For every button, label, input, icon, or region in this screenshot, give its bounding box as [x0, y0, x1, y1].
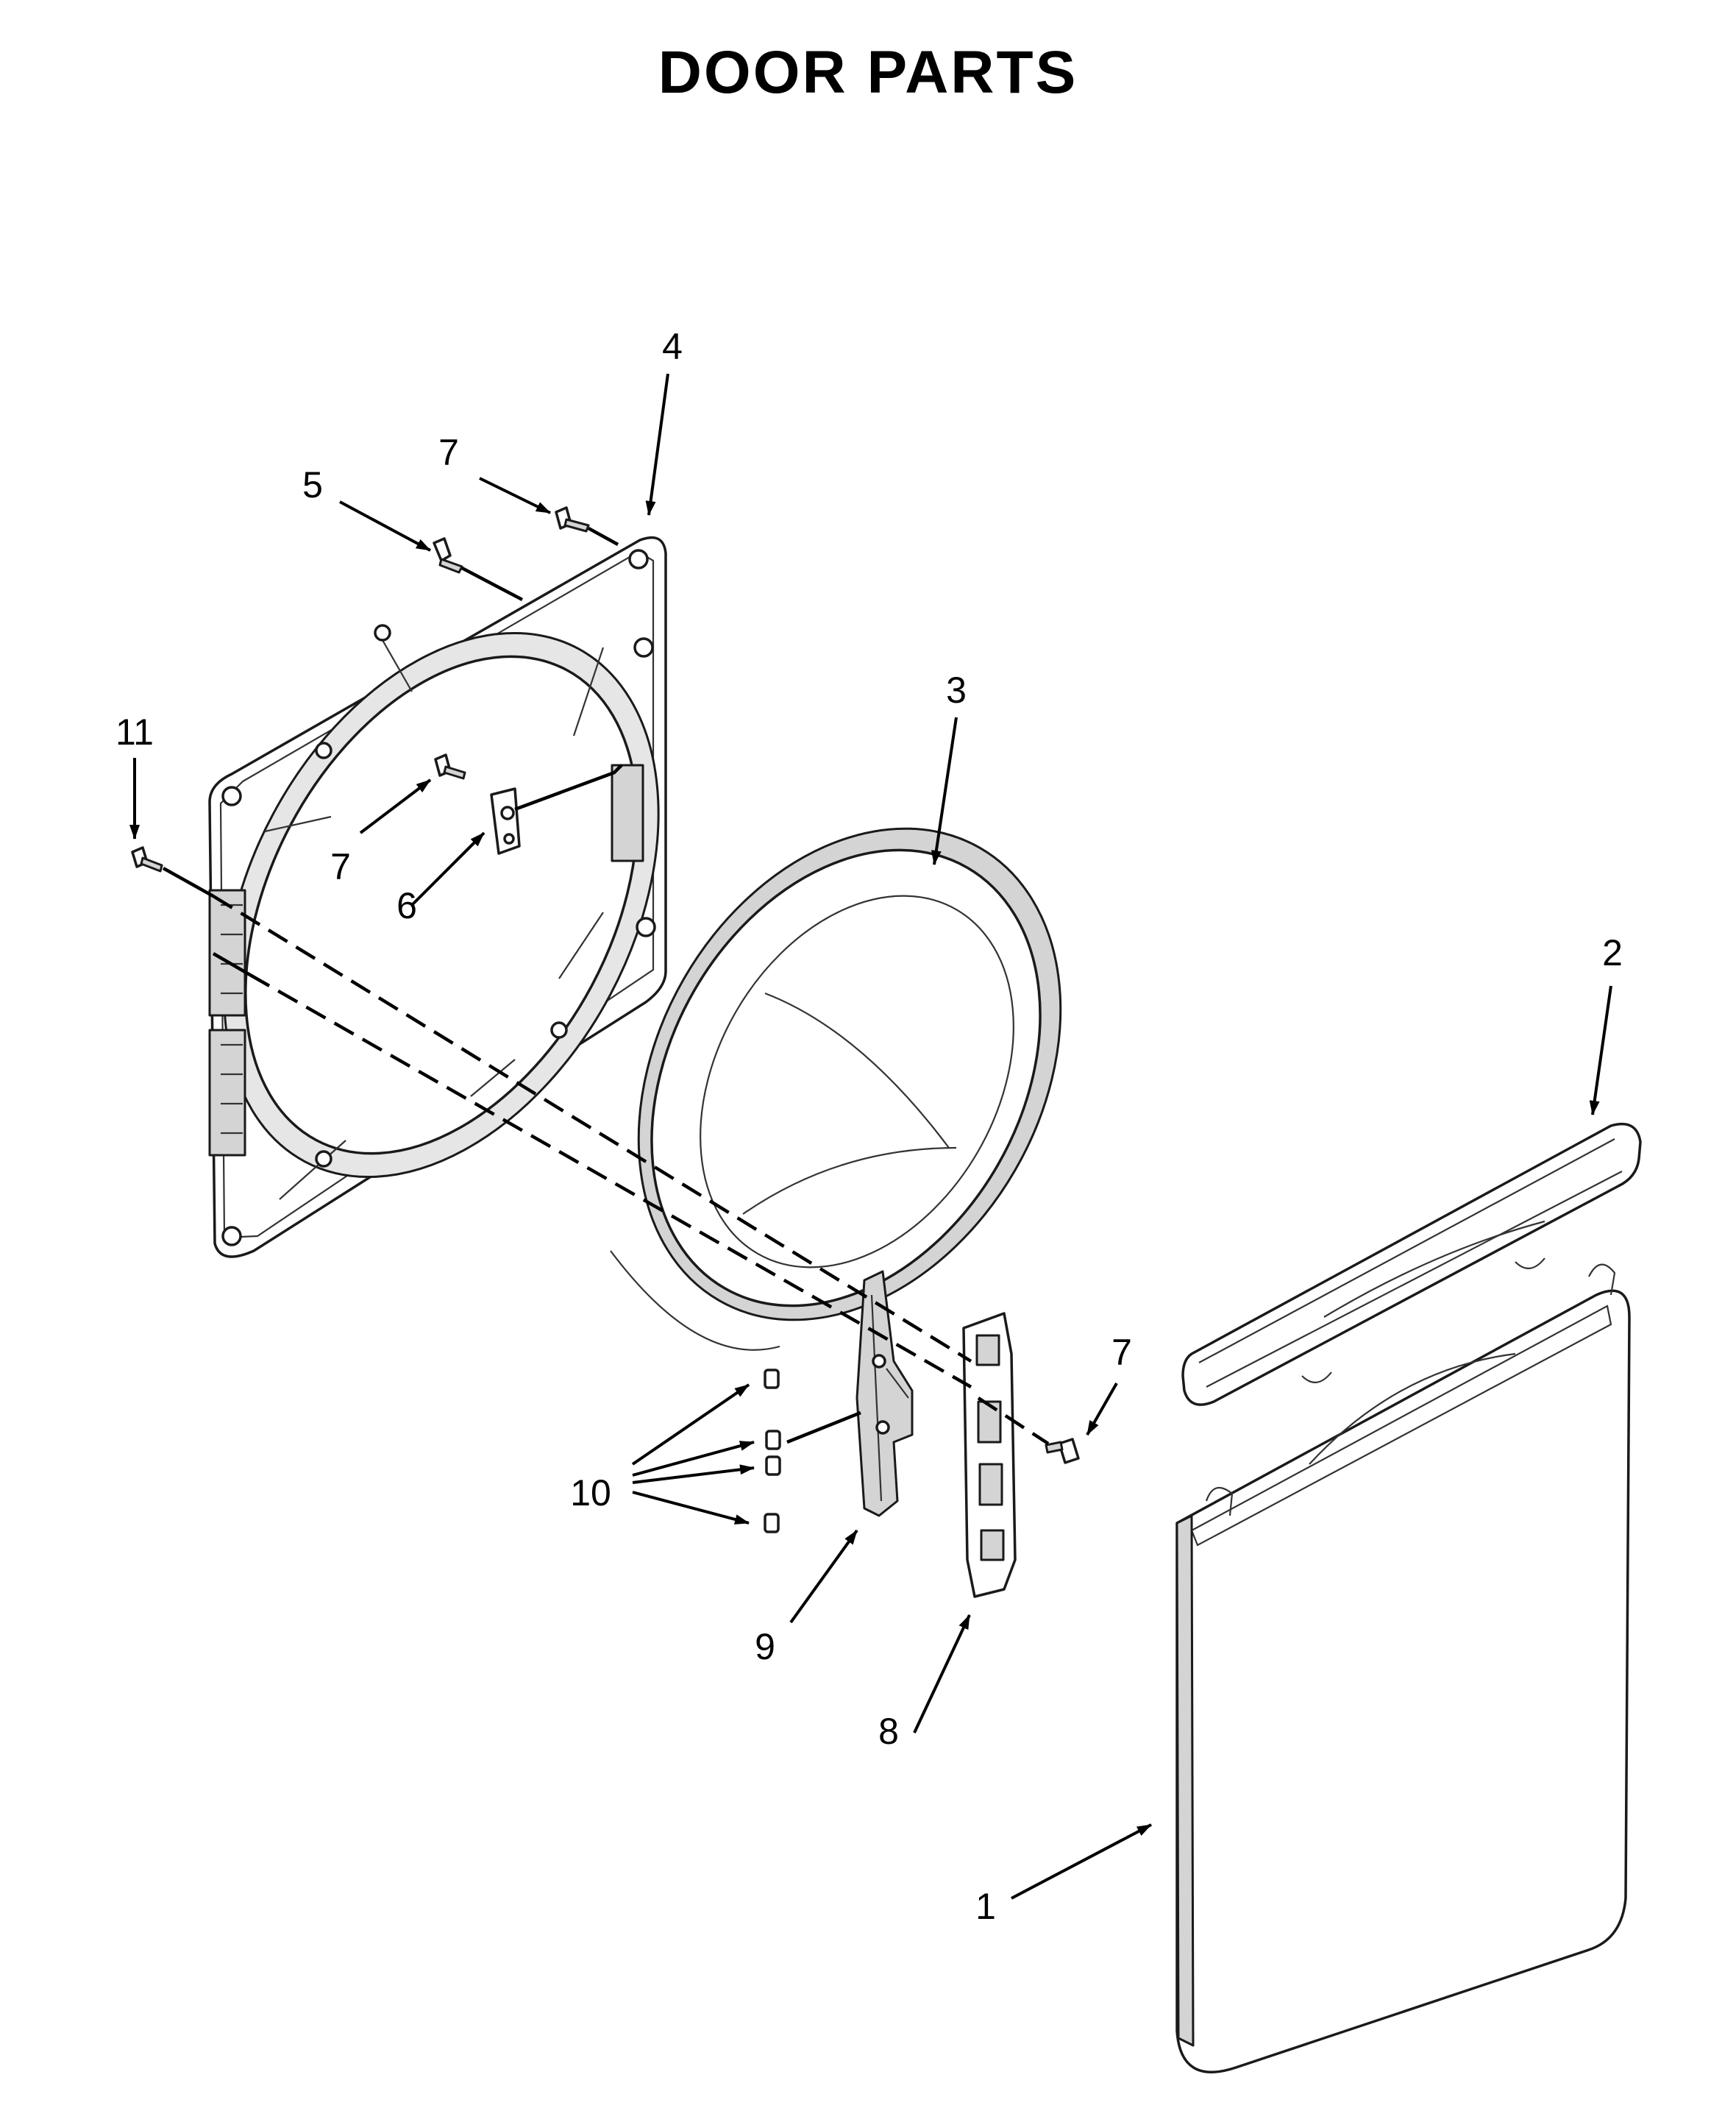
- callout-11: 11: [115, 711, 154, 753]
- page-title: DOOR PARTS: [658, 39, 1078, 106]
- callout-1: 1: [975, 1886, 996, 1927]
- screw-7-center: [434, 753, 466, 780]
- assembly-lines: [162, 527, 1050, 1445]
- door-hinge: [855, 1270, 914, 1517]
- inner-door-frame: [208, 536, 667, 1258]
- callout-2: 2: [1602, 932, 1623, 973]
- screw-5: [433, 537, 463, 574]
- door-handle: [1181, 1122, 1642, 1406]
- screw-7-top: [555, 506, 590, 533]
- leader-arrows: [129, 373, 1612, 1900]
- screw-11: [131, 846, 163, 873]
- callout-4: 4: [662, 326, 683, 367]
- callout-9: 9: [755, 1626, 775, 1667]
- callout-8: 8: [878, 1711, 899, 1752]
- door-strike: [490, 764, 623, 855]
- callout-3: 3: [946, 670, 967, 711]
- callout-6: 6: [396, 885, 417, 926]
- door-bowl: [610, 827, 1062, 1351]
- spacers: [764, 1369, 781, 1533]
- callout-10: 10: [570, 1472, 611, 1513]
- callout-7-right: 7: [1111, 1332, 1132, 1373]
- callout-7-top: 7: [438, 432, 459, 473]
- hinge-plate: [962, 1312, 1017, 1598]
- screw-7-right: [1045, 1438, 1080, 1464]
- callout-7-center: 7: [330, 846, 351, 887]
- callout-5: 5: [302, 464, 323, 505]
- outer-door-panel: [1175, 1263, 1631, 2073]
